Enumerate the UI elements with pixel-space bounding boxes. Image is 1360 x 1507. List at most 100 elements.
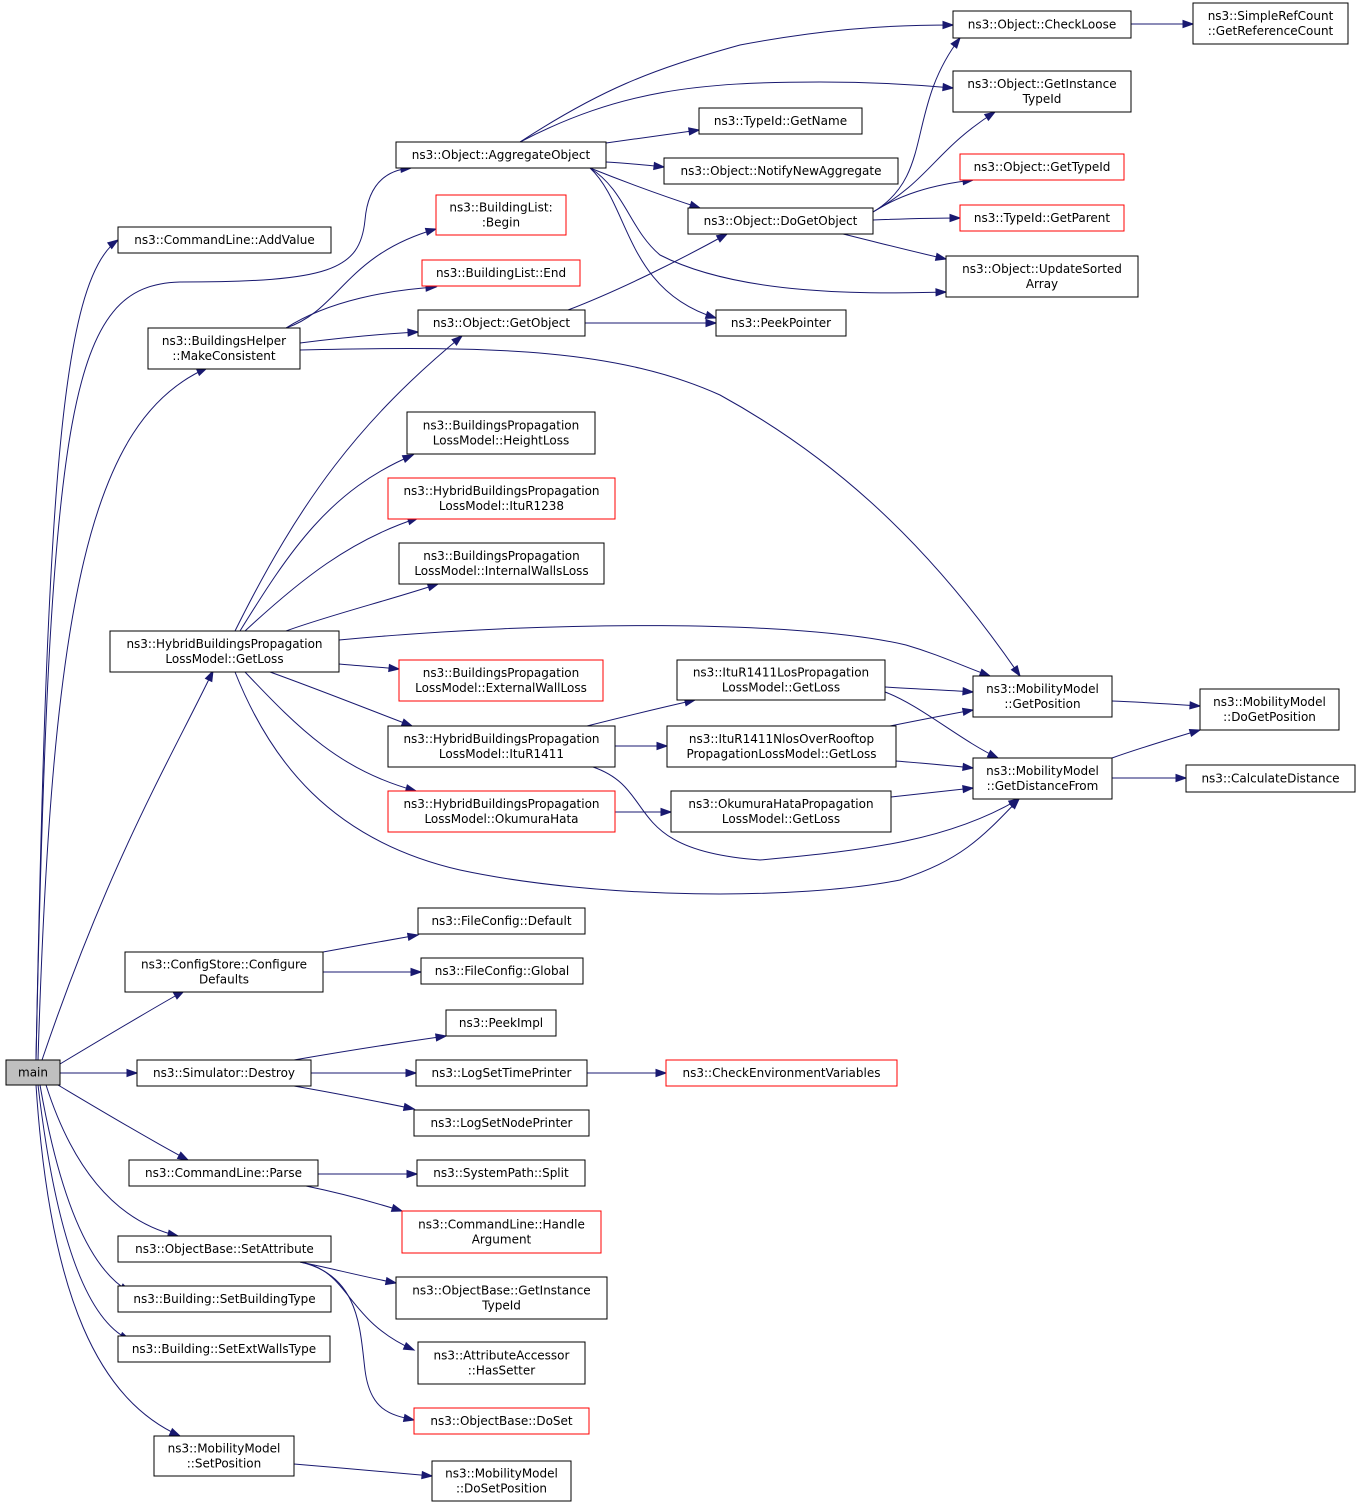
function-node-box[interactable] — [398, 659, 604, 702]
function-node-box[interactable] — [147, 327, 301, 370]
function-node-box[interactable] — [413, 1109, 590, 1137]
function-node-box[interactable] — [663, 157, 899, 185]
function-node-dogetobject[interactable]: ns3::Object::DoGetObject — [687, 207, 874, 235]
function-node-box[interactable] — [715, 309, 847, 337]
function-node-aggregateobject[interactable]: ns3::Object::AggregateObject — [395, 141, 607, 169]
function-node-bl_end[interactable]: ns3::BuildingList::End — [421, 259, 581, 287]
function-node-itur1411los_getloss[interactable]: ns3::ItuR1411LosPropagationLossModel::Ge… — [676, 659, 886, 701]
function-node-box[interactable] — [431, 1460, 572, 1502]
function-node-internalwallsloss[interactable]: ns3::BuildingsPropagationLossModel::Inte… — [398, 542, 605, 585]
function-node-box[interactable] — [117, 226, 332, 254]
function-node-sim_destroy[interactable]: ns3::Simulator::Destroy — [136, 1059, 312, 1087]
function-node-box[interactable] — [972, 757, 1113, 800]
function-node-box[interactable] — [676, 659, 886, 701]
function-node-okumurahata[interactable]: ns3::HybridBuildingsPropagationLossModel… — [387, 790, 616, 833]
function-node-box[interactable] — [972, 675, 1113, 718]
function-node-mm_getdistancefrom[interactable]: ns3::MobilityModel::GetDistanceFrom — [972, 757, 1113, 800]
function-node-box[interactable] — [417, 907, 586, 935]
function-node-mm_getposition[interactable]: ns3::MobilityModel::GetPosition — [972, 675, 1113, 718]
function-node-makeconsistent[interactable]: ns3::BuildingsHelper::MakeConsistent — [147, 327, 301, 370]
function-node-mm_dosetposition[interactable]: ns3::MobilityModel::DoSetPosition — [431, 1460, 572, 1502]
function-node-getobject[interactable]: ns3::Object::GetObject — [417, 309, 586, 337]
function-node-box[interactable] — [153, 1435, 295, 1477]
function-node-itur1411[interactable]: ns3::HybridBuildingsPropagationLossModel… — [387, 725, 616, 768]
function-node-checkenvironmentvariables[interactable]: ns3::CheckEnvironmentVariables — [665, 1059, 898, 1087]
function-node-fc_default[interactable]: ns3::FileConfig::Default — [417, 907, 586, 935]
function-node-ob_doset[interactable]: ns3::ObjectBase::DoSet — [413, 1407, 590, 1435]
function-node-box[interactable] — [398, 542, 605, 585]
function-node-ob_setattribute[interactable]: ns3::ObjectBase::SetAttribute — [117, 1235, 332, 1263]
function-node-box[interactable] — [416, 1159, 586, 1187]
function-node-box[interactable] — [117, 1335, 331, 1363]
function-node-box[interactable] — [415, 1059, 588, 1087]
function-node-itur1238[interactable]: ns3::HybridBuildingsPropagationLossModel… — [387, 477, 616, 520]
function-node-calculatedistance[interactable]: ns3::CalculateDistance — [1185, 764, 1356, 793]
function-node-box[interactable] — [395, 1276, 608, 1320]
function-node-fc_global[interactable]: ns3::FileConfig::Global — [420, 957, 584, 985]
function-node-mm_dogetposition[interactable]: ns3::MobilityModel::DoGetPosition — [1199, 688, 1340, 731]
function-node-box[interactable] — [109, 630, 340, 673]
function-node-bl_begin[interactable]: ns3::BuildingList::Begin — [435, 194, 567, 236]
function-node-box[interactable] — [117, 1285, 332, 1313]
function-node-box[interactable] — [665, 1059, 898, 1087]
function-node-cl_parse[interactable]: ns3::CommandLine::Parse — [128, 1159, 319, 1187]
function-node-main[interactable]: main — [5, 1059, 61, 1086]
function-node-box[interactable] — [420, 957, 584, 985]
function-node-setextwallstype[interactable]: ns3::Building::SetExtWallsType — [117, 1335, 331, 1363]
function-node-box[interactable] — [128, 1159, 319, 1187]
function-node-box[interactable] — [1199, 688, 1340, 731]
function-node-box[interactable] — [670, 790, 892, 833]
function-node-box[interactable] — [387, 477, 616, 520]
function-node-box[interactable] — [406, 411, 596, 455]
function-node-itur1411nlos_getloss[interactable]: ns3::ItuR1411NlosOverRooftopPropagationL… — [666, 725, 897, 768]
function-node-box[interactable] — [413, 1407, 590, 1435]
function-node-box[interactable] — [401, 1210, 602, 1254]
function-node-sp_split[interactable]: ns3::SystemPath::Split — [416, 1159, 586, 1187]
function-node-box[interactable] — [124, 951, 324, 993]
function-node-box[interactable] — [387, 790, 616, 833]
function-node-okumurahata_getloss[interactable]: ns3::OkumuraHataPropagationLossModel::Ge… — [670, 790, 892, 833]
function-node-box[interactable] — [1192, 2, 1349, 45]
function-node-checkloose[interactable]: ns3::Object::CheckLoose — [952, 10, 1132, 39]
function-node-aa_hassetter[interactable]: ns3::AttributeAccessor::HasSetter — [417, 1341, 586, 1385]
function-node-notifynewaggregate[interactable]: ns3::Object::NotifyNewAggregate — [663, 157, 899, 185]
function-node-box[interactable] — [5, 1059, 61, 1086]
function-node-box[interactable] — [687, 207, 874, 235]
function-node-externalwallloss[interactable]: ns3::BuildingsPropagationLossModel::Exte… — [398, 659, 604, 702]
function-node-box[interactable] — [421, 259, 581, 287]
function-node-box[interactable] — [435, 194, 567, 236]
function-node-box[interactable] — [952, 10, 1132, 39]
function-node-box[interactable] — [395, 141, 607, 169]
function-node-box[interactable] — [1185, 764, 1356, 793]
function-node-box[interactable] — [445, 1009, 557, 1037]
function-node-box[interactable] — [952, 70, 1132, 113]
function-node-hybrid_getloss[interactable]: ns3::HybridBuildingsPropagationLossModel… — [109, 630, 340, 673]
function-node-addvalue[interactable]: ns3::CommandLine::AddValue — [117, 226, 332, 254]
function-node-box[interactable] — [666, 725, 897, 768]
function-node-heightloss[interactable]: ns3::BuildingsPropagationLossModel::Heig… — [406, 411, 596, 455]
function-node-logsettimeprinter[interactable]: ns3::LogSetTimePrinter — [415, 1059, 588, 1087]
function-node-box[interactable] — [959, 204, 1125, 232]
function-node-typeid_getparent[interactable]: ns3::TypeId::GetParent — [959, 204, 1125, 232]
function-node-peekpointer[interactable]: ns3::PeekPointer — [715, 309, 847, 337]
function-node-box[interactable] — [117, 1235, 332, 1263]
function-node-box[interactable] — [417, 1341, 586, 1385]
function-node-logsetnodeprinter[interactable]: ns3::LogSetNodePrinter — [413, 1109, 590, 1137]
function-node-o_gettypeid[interactable]: ns3::Object::GetTypeId — [959, 153, 1125, 181]
function-node-box[interactable] — [136, 1059, 312, 1087]
function-node-typeid_getname[interactable]: ns3::TypeId::GetName — [698, 107, 863, 135]
function-node-box[interactable] — [387, 725, 616, 768]
function-node-box[interactable] — [417, 309, 586, 337]
function-node-box[interactable] — [945, 255, 1139, 298]
function-node-getreferencecount[interactable]: ns3::SimpleRefCount::GetReferenceCount — [1192, 2, 1349, 45]
function-node-box[interactable] — [959, 153, 1125, 181]
function-node-peekimpl[interactable]: ns3::PeekImpl — [445, 1009, 557, 1037]
function-node-box[interactable] — [698, 107, 863, 135]
function-node-mm_setposition[interactable]: ns3::MobilityModel::SetPosition — [153, 1435, 295, 1477]
function-node-setbuildingtype[interactable]: ns3::Building::SetBuildingType — [117, 1285, 332, 1313]
